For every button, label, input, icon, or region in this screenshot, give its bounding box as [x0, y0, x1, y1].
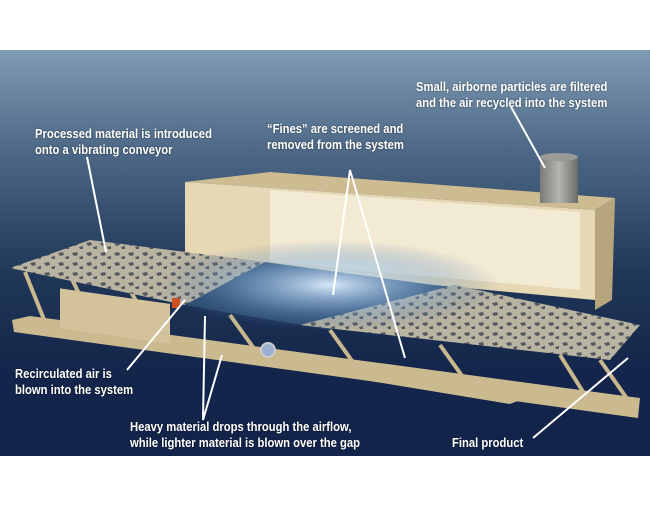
- label-final-line1: Final product: [452, 436, 524, 450]
- label-recirc-line2: blown into the system: [15, 383, 134, 397]
- label-fines-line1: “Fines” are screened and: [267, 122, 404, 136]
- leader-lines: [86, 104, 629, 439]
- label-recirc-line1: Recirculated air is: [15, 367, 112, 381]
- fan-motor: [260, 342, 276, 358]
- label-heavy: Heavy material drops through the airflow…: [130, 419, 360, 451]
- label-final: Final product: [452, 435, 523, 451]
- label-heavy-line1: Heavy material drops through the airflow…: [130, 420, 352, 434]
- label-intro-line1: Processed material is introduced: [35, 127, 212, 141]
- label-fines-line2: removed from the system: [267, 138, 404, 152]
- label-filter: Small, airborne particles are filtered a…: [416, 79, 607, 111]
- label-intro-line2: onto a vibrating conveyor: [35, 143, 173, 157]
- label-fines: “Fines” are screened and removed from th…: [267, 121, 404, 153]
- label-intro: Processed material is introduced onto a …: [35, 126, 212, 158]
- filter-chimney: [540, 153, 578, 203]
- label-filter-line1: Small, airborne particles are filtered: [416, 80, 608, 94]
- label-filter-line2: and the air recycled into the system: [416, 96, 608, 110]
- label-heavy-line2: while lighter material is blown over the…: [130, 436, 361, 450]
- blower-box: [60, 288, 170, 344]
- label-recirculated: Recirculated air is blown into the syste…: [15, 366, 133, 398]
- airflow-glow: [160, 240, 500, 330]
